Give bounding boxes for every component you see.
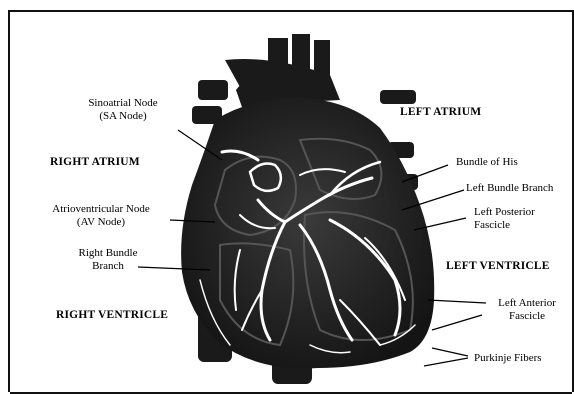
av-node-label-line1: Atrioventricular Node bbox=[26, 203, 176, 216]
purkinje-fibers-label: Purkinje Fibers bbox=[474, 352, 542, 365]
sa-node-label-line2: (SA Node) bbox=[64, 110, 182, 123]
sa-node-label-line1: Sinoatrial Node bbox=[64, 97, 182, 110]
left-posterior-line1: Left Posterior bbox=[474, 206, 535, 219]
av-node-label: Atrioventricular Node (AV Node) bbox=[26, 203, 176, 229]
left-atrium-label: LEFT ATRIUM bbox=[400, 106, 481, 119]
right-bundle-line1: Right Bundle bbox=[60, 247, 156, 260]
left-anterior-fascicle-label: Left Anterior Fascicle bbox=[482, 297, 572, 323]
sa-node-label: Sinoatrial Node (SA Node) bbox=[64, 97, 182, 123]
right-ventricle-label: RIGHT VENTRICLE bbox=[56, 309, 168, 322]
av-node-label-line2: (AV Node) bbox=[26, 216, 176, 229]
right-atrium-label: RIGHT ATRIUM bbox=[50, 156, 140, 169]
left-ventricle-label: LEFT VENTRICLE bbox=[446, 260, 550, 273]
left-bundle-branch-label: Left Bundle Branch bbox=[466, 182, 553, 195]
left-posterior-fascicle-label: Left Posterior Fascicle bbox=[474, 206, 535, 232]
left-anterior-line2: Fascicle bbox=[482, 310, 572, 323]
left-posterior-line2: Fascicle bbox=[474, 219, 535, 232]
bundle-of-his-label: Bundle of His bbox=[456, 156, 518, 169]
right-bundle-branch-label: Right Bundle Branch bbox=[60, 247, 156, 273]
right-bundle-line2: Branch bbox=[60, 260, 156, 273]
left-anterior-line1: Left Anterior bbox=[482, 297, 572, 310]
